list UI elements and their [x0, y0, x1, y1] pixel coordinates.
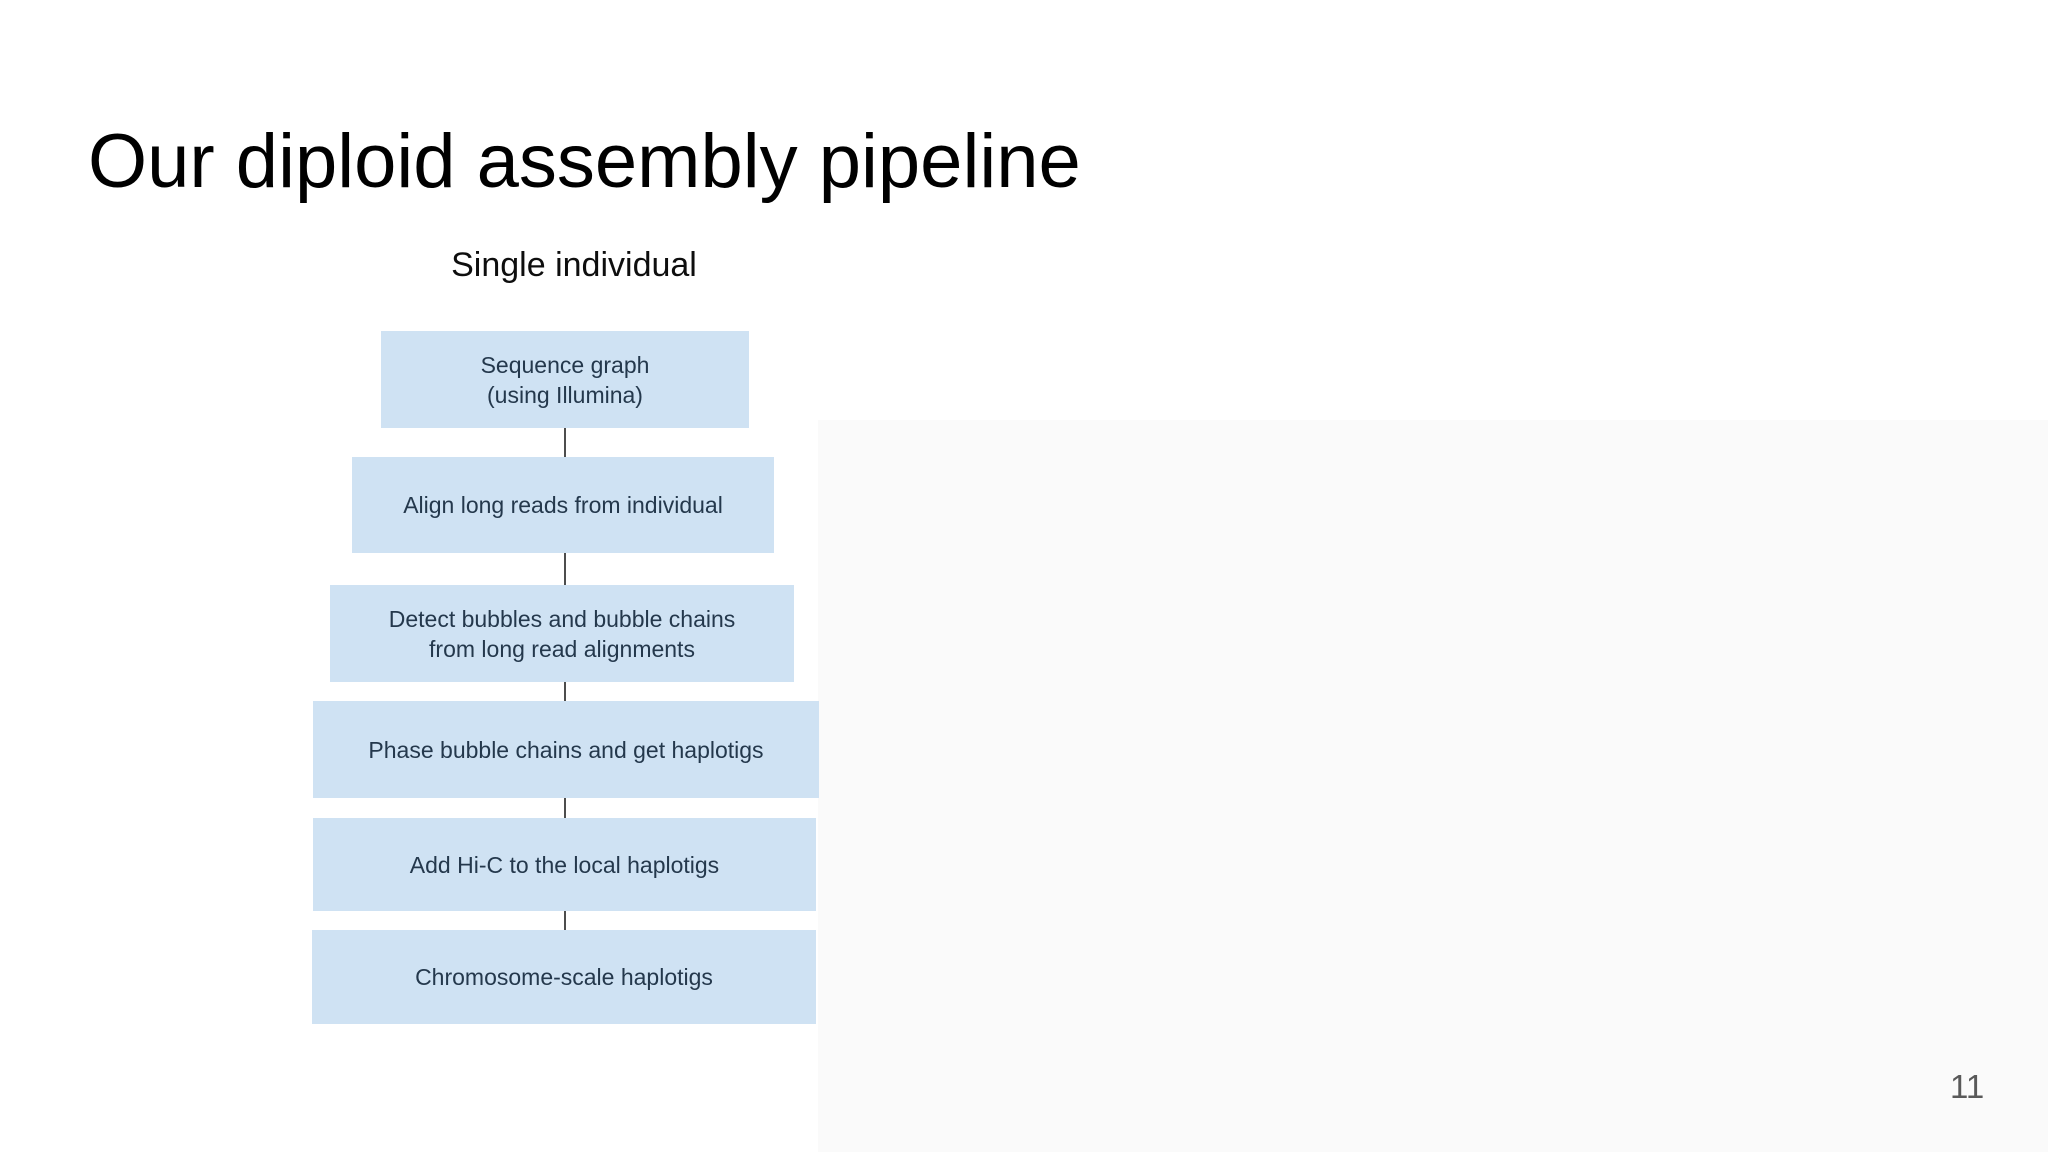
connector-line [564, 553, 566, 585]
connector-line [564, 911, 566, 930]
pipeline-step-align-long-reads: Align long reads from individual [352, 457, 774, 553]
connector-line [564, 428, 566, 457]
pipeline-step-phase-bubble-chains: Phase bubble chains and get haplotigs [313, 701, 819, 798]
page-number: 11 [1950, 1068, 1985, 1105]
connector-line [564, 682, 566, 701]
pipeline-heading: Single individual [451, 246, 697, 284]
background-tint-panel [818, 420, 2048, 1152]
pipeline-step-sequence-graph: Sequence graph (using Illumina) [381, 331, 749, 428]
slide-title: Our diploid assembly pipeline [88, 119, 1081, 204]
pipeline-step-detect-bubbles: Detect bubbles and bubble chains from lo… [330, 585, 794, 682]
pipeline-step-add-hic: Add Hi-C to the local haplotigs [313, 818, 816, 911]
pipeline-step-chromosome-scale-haplotigs: Chromosome-scale haplotigs [312, 930, 816, 1024]
connector-line [564, 798, 566, 818]
